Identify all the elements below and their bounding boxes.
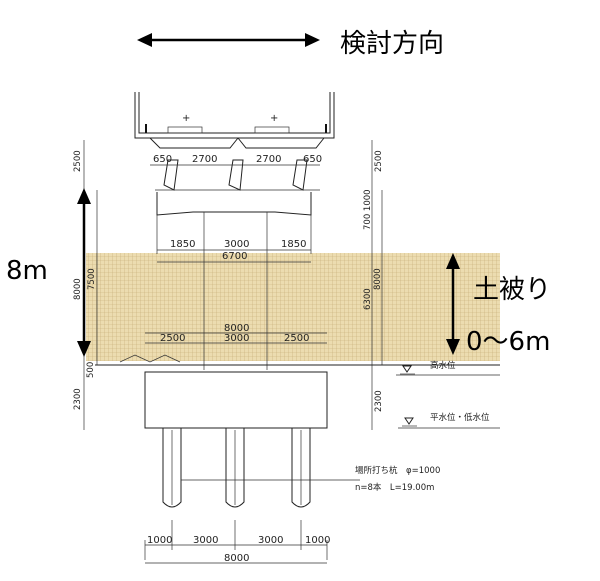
dim-500: 500	[86, 362, 96, 378]
piles	[162, 428, 311, 508]
high-water-marker	[400, 365, 415, 375]
dim-8000-vertical: 8000	[73, 278, 83, 300]
cover-range: 0～6m	[466, 327, 550, 357]
soil-cover-zone	[86, 253, 500, 361]
dim-8000-footing: 8000	[224, 323, 249, 334]
dim-6300-vertical: 6300	[363, 288, 373, 310]
footing	[144, 371, 328, 429]
cover-arrow	[446, 253, 460, 355]
dim-2500-footing-right: 2500	[284, 333, 309, 344]
dim-650-right: 650	[303, 154, 322, 165]
dim-3000-mid: 3000	[224, 239, 249, 250]
dim-2700-left: 2700	[192, 154, 217, 165]
dim-2300-right: 2300	[374, 390, 384, 412]
dim-700-1000: 700 1000	[363, 189, 373, 230]
dim-8000-vertical-right: 8000	[373, 268, 383, 290]
girders	[155, 159, 320, 191]
dim-2500-top-right: 2500	[374, 150, 384, 172]
low-water-label: 平水位・低水位	[430, 412, 490, 423]
dim-8000-bottom: 8000	[224, 553, 249, 564]
dim-650-left: 650	[153, 154, 172, 165]
dim-3000-bottom-left: 3000	[193, 535, 218, 546]
height-8m-label: 8m	[6, 256, 48, 286]
dim-1000-right: 1000	[305, 535, 330, 546]
pile-count-length: n=8本 L=19.00m	[355, 482, 434, 493]
bridge-deck: + +	[134, 92, 335, 149]
dim-2500-footing-left: 2500	[160, 333, 185, 344]
dim-3000-bottom-right: 3000	[258, 535, 283, 546]
height-arrow-8m	[77, 188, 91, 357]
dim-2300-left: 2300	[73, 388, 83, 410]
dim-2700-right: 2700	[256, 154, 281, 165]
svg-text:+: +	[182, 113, 190, 124]
low-water-marker	[402, 417, 417, 427]
pile-type-label: 場所打ち杭 φ=1000	[355, 465, 440, 476]
high-water-label: 高水位	[430, 360, 456, 371]
direction-label: 検討方向	[340, 29, 444, 59]
dim-6700: 6700	[222, 251, 247, 262]
cover-title: 土被り	[473, 275, 551, 305]
direction-arrow	[137, 33, 320, 47]
dim-7500-vertical: 7500	[87, 268, 97, 290]
dim-1850-left: 1850	[170, 239, 195, 250]
pier-cap	[156, 192, 312, 370]
svg-text:+: +	[270, 113, 278, 124]
dim-1850-right: 1850	[281, 239, 306, 250]
dim-2500-top-left: 2500	[73, 150, 83, 172]
dim-1000-left: 1000	[147, 535, 172, 546]
dim-3000-footing-mid: 3000	[224, 333, 249, 344]
